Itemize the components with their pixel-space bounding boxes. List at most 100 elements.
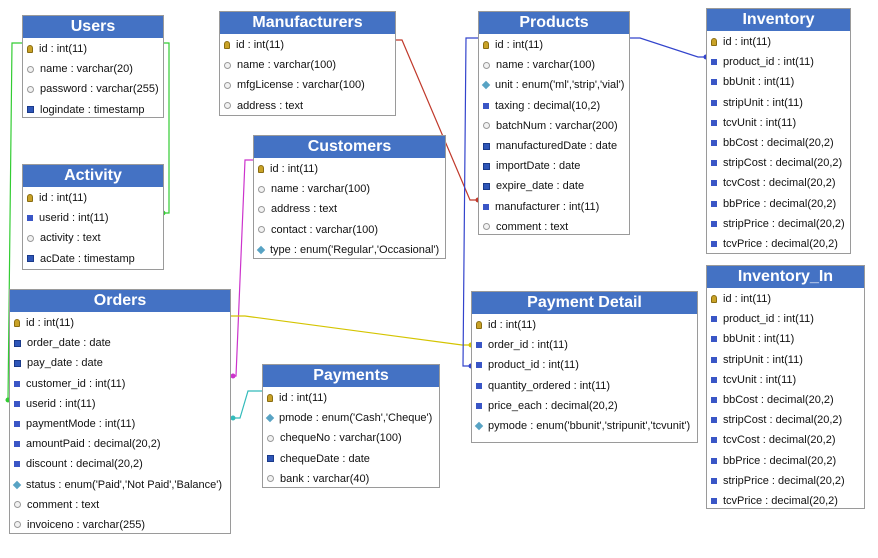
table-activity[interactable]: Activity id : int(11)userid : int(11)act… <box>22 164 164 270</box>
table-field-row[interactable]: comment : text <box>10 495 230 515</box>
text-field-icon <box>483 223 490 231</box>
table-field-row[interactable]: id : int(11) <box>220 35 395 55</box>
table-field-row[interactable]: id : int(11) <box>10 313 230 333</box>
table-field-row[interactable]: acDate : timestamp <box>23 249 163 269</box>
table-inventory[interactable]: Inventory id : int(11)product_id : int(1… <box>706 8 851 254</box>
table-field-row[interactable]: logindate : timestamp <box>23 100 163 120</box>
table-field-row[interactable]: bbUnit : int(11) <box>707 72 850 92</box>
table-field-row[interactable]: contact : varchar(100) <box>254 220 445 240</box>
table-payment-detail[interactable]: Payment Detail id : int(11)order_id : in… <box>471 291 698 443</box>
table-field-row[interactable]: pymode : enum('bbunit','stripunit','tcvu… <box>472 416 697 436</box>
table-field-row[interactable]: tcvPrice : decimal(20,2) <box>707 491 864 511</box>
table-field-row[interactable]: id : int(11) <box>479 35 629 55</box>
table-field-row[interactable]: chequeNo : varchar(100) <box>263 428 439 448</box>
table-field-row[interactable]: product_id : int(11) <box>472 355 697 375</box>
table-field-row[interactable]: name : varchar(20) <box>23 59 163 79</box>
primary-key-icon <box>483 41 489 50</box>
field-label: bank : varchar(40) <box>280 472 370 485</box>
table-customers[interactable]: Customers id : int(11)name : varchar(100… <box>253 135 446 259</box>
table-field-row[interactable]: manufacturer : int(11) <box>479 197 629 217</box>
numeric-field-icon <box>711 59 717 66</box>
table-field-row[interactable]: stripPrice : decimal(20,2) <box>707 471 864 491</box>
table-title: Users <box>23 16 163 38</box>
numeric-field-icon <box>476 362 482 369</box>
table-field-row[interactable]: bbPrice : decimal(20,2) <box>707 194 850 214</box>
table-field-row[interactable]: userid : int(11) <box>23 208 163 228</box>
table-field-row[interactable]: order_date : date <box>10 333 230 353</box>
primary-key-icon <box>224 41 230 50</box>
table-field-row[interactable]: paymentMode : int(11) <box>10 414 230 434</box>
text-field-icon <box>224 81 231 89</box>
table-field-row[interactable]: name : varchar(100) <box>479 55 629 75</box>
table-field-row[interactable]: tcvCost : decimal(20,2) <box>707 430 864 450</box>
table-field-row[interactable]: address : text <box>254 199 445 219</box>
date-field-icon <box>27 255 34 263</box>
table-field-row[interactable]: type : enum('Regular','Occasional') <box>254 240 445 260</box>
field-label: tcvPrice : decimal(20,2) <box>723 237 838 250</box>
table-field-row[interactable]: id : int(11) <box>472 315 697 335</box>
table-field-row[interactable]: stripCost : decimal(20,2) <box>707 153 850 173</box>
table-field-row[interactable]: mfgLicense : varchar(100) <box>220 75 395 95</box>
field-label: tcvUnit : int(11) <box>723 373 797 386</box>
table-field-row[interactable]: pmode : enum('Cash','Cheque') <box>263 408 439 428</box>
table-field-row[interactable]: userid : int(11) <box>10 394 230 414</box>
table-field-row[interactable]: order_id : int(11) <box>472 335 697 355</box>
table-field-row[interactable]: chequeDate : date <box>263 449 439 469</box>
table-field-row[interactable]: password : varchar(255) <box>23 79 163 99</box>
table-field-row[interactable]: id : int(11) <box>707 32 850 52</box>
table-field-row[interactable]: batchNum : varchar(200) <box>479 116 629 136</box>
table-field-row[interactable]: bbPrice : decimal(20,2) <box>707 451 864 471</box>
table-payments[interactable]: Payments id : int(11)pmode : enum('Cash'… <box>262 364 440 488</box>
table-field-row[interactable]: stripUnit : int(11) <box>707 350 864 370</box>
table-field-row[interactable]: id : int(11) <box>23 39 163 59</box>
table-field-row[interactable]: stripCost : decimal(20,2) <box>707 410 864 430</box>
table-field-row[interactable]: id : int(11) <box>254 159 445 179</box>
table-field-row[interactable]: id : int(11) <box>707 289 864 309</box>
field-label: id : int(11) <box>39 43 88 55</box>
table-field-row[interactable]: product_id : int(11) <box>707 52 850 72</box>
table-field-row[interactable]: name : varchar(100) <box>254 179 445 199</box>
field-list: id : int(11) product_id : int(11)bbUnit :… <box>707 288 864 511</box>
table-field-row[interactable]: price_each : decimal(20,2) <box>472 396 697 416</box>
table-field-row[interactable]: status : enum('Paid','Not Paid','Balance… <box>10 475 230 495</box>
table-field-row[interactable]: id : int(11) <box>263 388 439 408</box>
field-label: stripCost : decimal(20,2) <box>723 157 843 170</box>
table-field-row[interactable]: manufacturedDate : date <box>479 136 629 156</box>
table-field-row[interactable]: amountPaid : decimal(20,2) <box>10 434 230 454</box>
table-field-row[interactable]: tcvCost : decimal(20,2) <box>707 173 850 193</box>
table-field-row[interactable]: taxing : decimal(10,2) <box>479 96 629 116</box>
table-field-row[interactable]: id : int(11) <box>23 188 163 208</box>
table-field-row[interactable]: product_id : int(11) <box>707 309 864 329</box>
table-field-row[interactable]: name : varchar(100) <box>220 55 395 75</box>
table-field-row[interactable]: quantity_ordered : int(11) <box>472 376 697 396</box>
table-field-row[interactable]: discount : decimal(20,2) <box>10 454 230 474</box>
table-field-row[interactable]: tcvPrice : decimal(20,2) <box>707 234 850 254</box>
table-field-row[interactable]: activity : text <box>23 228 163 248</box>
field-label: id : int(11) <box>723 293 772 305</box>
table-field-row[interactable]: pay_date : date <box>10 353 230 373</box>
table-field-row[interactable]: unit : enum('ml','strip','vial') <box>479 75 629 95</box>
table-users[interactable]: Users id : int(11) name : varchar(20)pass… <box>22 15 164 118</box>
table-field-row[interactable]: bbUnit : int(11) <box>707 329 864 349</box>
table-field-row[interactable]: expire_date : date <box>479 176 629 196</box>
table-manufacturers[interactable]: Manufacturers id : int(11)name : varchar… <box>219 11 396 116</box>
table-field-row[interactable]: tcvUnit : int(11) <box>707 370 864 390</box>
table-field-row[interactable]: invoiceno : varchar(255) <box>10 515 230 535</box>
table-field-row[interactable]: tcvUnit : int(11) <box>707 113 850 133</box>
table-field-row[interactable]: customer_id : int(11) <box>10 374 230 394</box>
table-field-row[interactable]: bbCost : decimal(20,2) <box>707 133 850 153</box>
table-field-row[interactable]: bbCost : decimal(20,2) <box>707 390 864 410</box>
table-products[interactable]: Products id : int(11)name : varchar(100)… <box>478 11 630 235</box>
table-field-row[interactable]: comment : text <box>479 217 629 237</box>
numeric-field-icon <box>711 477 717 484</box>
table-inventory-in[interactable]: Inventory_In id : int(11)product_id : in… <box>706 265 865 509</box>
table-field-row[interactable]: address : text <box>220 96 395 116</box>
field-list: id : int(11) name : varchar(20)password :… <box>23 38 163 120</box>
field-label: userid : int(11) <box>26 397 96 410</box>
table-field-row[interactable]: importDate : date <box>479 156 629 176</box>
table-field-row[interactable]: bank : varchar(40) <box>263 469 439 489</box>
table-field-row[interactable]: stripUnit : int(11) <box>707 93 850 113</box>
table-field-row[interactable]: stripPrice : decimal(20,2) <box>707 214 850 234</box>
